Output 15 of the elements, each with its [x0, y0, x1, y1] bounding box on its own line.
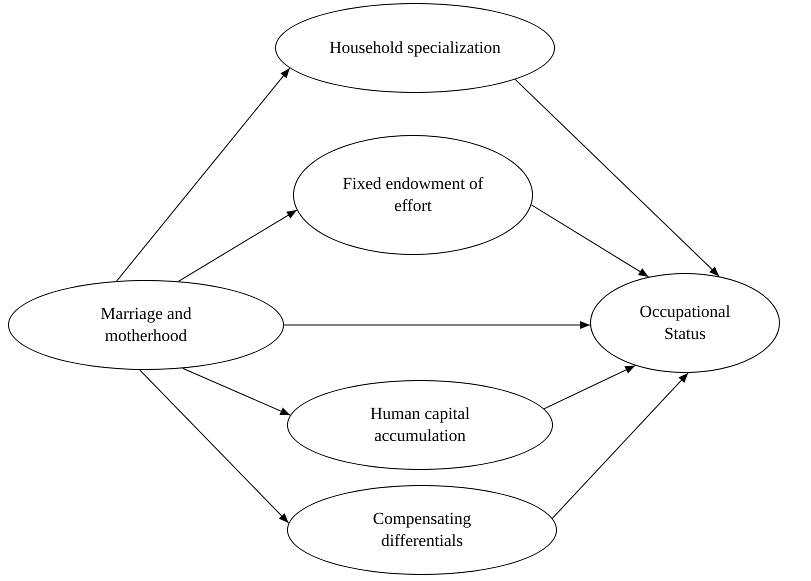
arrow: [178, 210, 298, 282]
node-label: Marriage and motherhood: [99, 302, 193, 347]
node-label: Fixed endowment of effort: [342, 172, 484, 217]
arrow: [544, 365, 636, 410]
arrow: [139, 369, 290, 524]
arrow: [284, 321, 591, 330]
node-label: Human capital accumulation: [369, 402, 471, 447]
node-label: Compensating differentials: [372, 508, 472, 552]
arrow: [530, 204, 650, 278]
arrow: [182, 368, 291, 416]
node-label: Occupational Status: [638, 300, 732, 345]
arrow: [514, 78, 720, 277]
node-label: Household specialization: [329, 36, 501, 59]
arrow: [552, 372, 689, 519]
arrow: [116, 68, 290, 282]
